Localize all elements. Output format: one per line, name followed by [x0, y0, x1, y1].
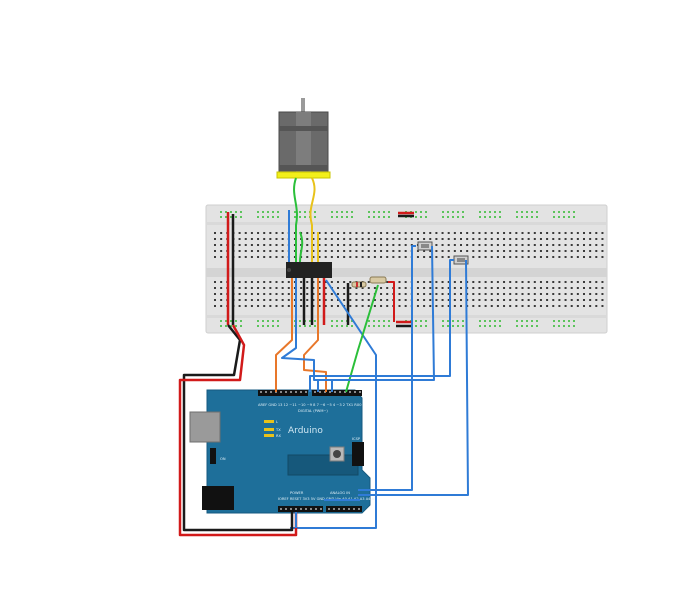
on-label: ON	[220, 457, 226, 461]
power-jack	[202, 486, 234, 510]
usb-connector	[189, 411, 221, 443]
icsp-label: ICSP	[352, 437, 361, 441]
led-label-rx: RX	[276, 434, 281, 438]
led-label-tx: TX	[275, 428, 281, 432]
wire-resistor-red	[388, 281, 395, 322]
motor-end-cap	[276, 171, 331, 179]
wire-blue-chip-2	[290, 279, 377, 529]
microcontroller-chip	[287, 454, 359, 476]
arduino-board: Arduino AREF GND 13 12 ~11 ~10 ~9 8 7 ~6…	[189, 389, 376, 514]
power-label: POWER	[290, 491, 304, 495]
led-l	[264, 420, 274, 423]
header-digital-high	[258, 390, 308, 396]
digital-label: DIGITAL (PWM~)	[298, 409, 328, 413]
dc-motor	[276, 98, 331, 179]
wire-green-resistor	[345, 284, 379, 393]
wire-blue-button-1	[317, 245, 435, 392]
header-digital-low	[312, 390, 362, 396]
wires	[178, 177, 469, 537]
led-label-l: L	[276, 420, 278, 424]
analog-label: ANALOG IN	[330, 491, 350, 495]
wire-blue-button-2b	[309, 259, 454, 392]
pin-labels-top: AREF GND 13 12 ~11 ~10 ~9 8 7 ~6 ~5 4 ~3…	[258, 403, 362, 407]
led-rx	[264, 434, 274, 437]
breadboard	[205, 204, 608, 334]
wire-motor-yellow	[309, 177, 316, 262]
resistor-2	[351, 281, 367, 288]
motor-driver-ic	[286, 262, 332, 278]
wire-orange-1	[275, 278, 293, 392]
wire-green-2	[299, 231, 304, 263]
wire-motor-green	[293, 177, 298, 262]
wire-blue-button-1b	[358, 245, 416, 491]
resistor	[369, 276, 387, 284]
icsp-header	[352, 442, 364, 466]
wire-blue-button-2	[358, 259, 469, 496]
led-tx	[264, 428, 274, 431]
wire-power-red	[178, 324, 298, 537]
arduino-logo: Arduino	[288, 426, 323, 436]
pushbutton-1	[417, 241, 433, 251]
